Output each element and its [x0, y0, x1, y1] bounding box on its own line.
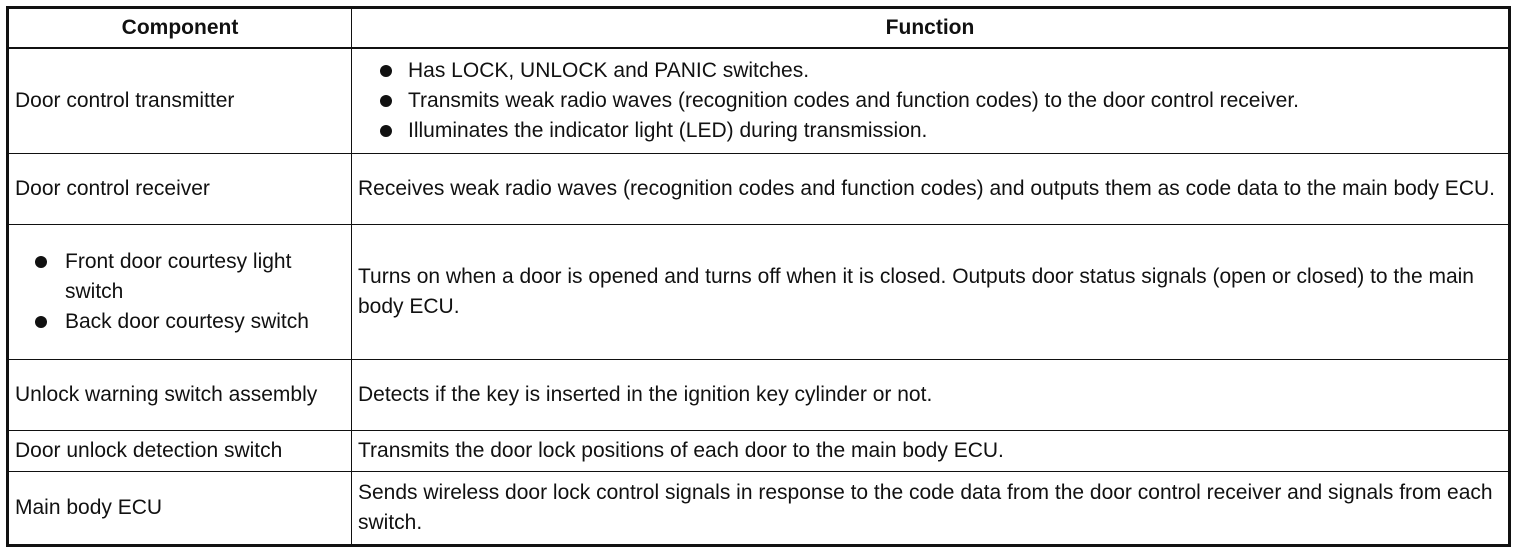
table-row: Main body ECU Sends wireless door lock c…: [7, 471, 1510, 546]
table-row: Door control transmitter Has LOCK, UNLOC…: [7, 47, 1510, 154]
function-cell: Detects if the key is inserted in the ig…: [351, 359, 1510, 431]
component-cell: Door control receiver: [7, 153, 352, 225]
function-bullet-list: Has LOCK, UNLOCK and PANIC switches. Tra…: [358, 56, 1502, 146]
header-component: Component: [7, 7, 352, 49]
component-bullet-item: Front door courtesy light switch: [15, 247, 345, 307]
function-cell: Turns on when a door is opened and turns…: [351, 224, 1510, 360]
table-row: Door unlock detection switch Transmits t…: [7, 430, 1510, 472]
table-row: Front door courtesy light switch Back do…: [7, 224, 1510, 360]
component-bullet-item: Back door courtesy switch: [15, 307, 345, 337]
function-bullet-item: Illuminates the indicator light (LED) du…: [358, 116, 1502, 146]
component-function-table: Component Function Door control transmit…: [6, 6, 1511, 547]
component-cell: Main body ECU: [7, 471, 352, 546]
component-cell: Unlock warning switch assembly: [7, 359, 352, 431]
function-bullet-item: Transmits weak radio waves (recognition …: [358, 86, 1502, 116]
component-cell: Front door courtesy light switch Back do…: [7, 224, 352, 360]
header-function: Function: [351, 7, 1510, 49]
component-bullet-list: Front door courtesy light switch Back do…: [15, 247, 345, 337]
function-bullet-item: Has LOCK, UNLOCK and PANIC switches.: [358, 56, 1502, 86]
function-cell: Receives weak radio waves (recognition c…: [351, 153, 1510, 225]
table-row: Door control receiver Receives weak radi…: [7, 153, 1510, 225]
table-header-row: Component Function: [7, 7, 1510, 49]
component-cell: Door unlock detection switch: [7, 430, 352, 472]
component-cell: Door control transmitter: [7, 47, 352, 154]
component-function-table-wrapper: Component Function Door control transmit…: [6, 6, 1511, 547]
function-cell: Sends wireless door lock control signals…: [351, 471, 1510, 546]
function-cell: Has LOCK, UNLOCK and PANIC switches. Tra…: [351, 47, 1510, 154]
table-row: Unlock warning switch assembly Detects i…: [7, 359, 1510, 431]
function-cell: Transmits the door lock positions of eac…: [351, 430, 1510, 472]
